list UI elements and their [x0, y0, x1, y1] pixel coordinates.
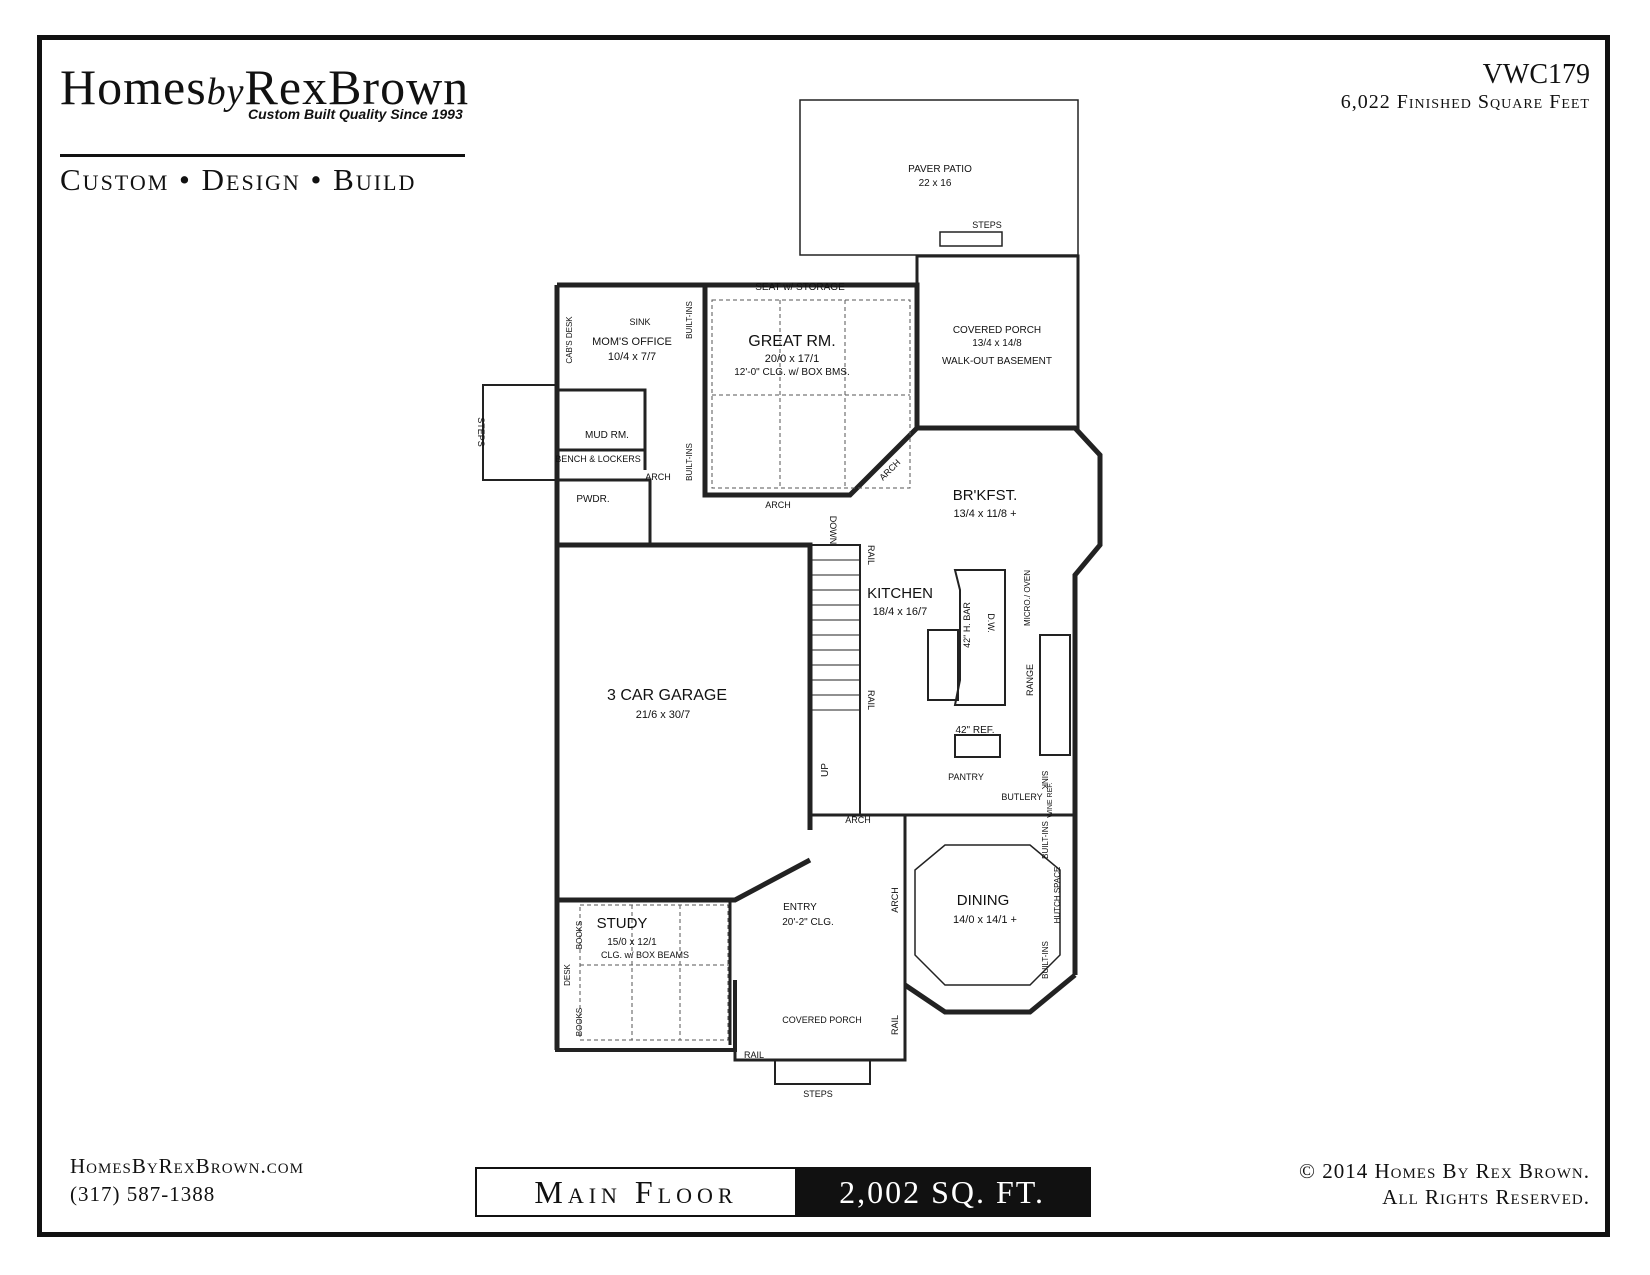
micro-oven-label: MICRO./ OVEN [1023, 570, 1032, 626]
great-room-beams [711, 299, 911, 489]
floor-title-box: Main Floor 2,002 SQ. FT. [475, 1167, 1091, 1217]
study-dim: 15/0 x 12/1 [607, 937, 657, 948]
brand-logo: HomesbyRexBrown Custom Built Quality Sin… [60, 59, 470, 197]
brand-name: HomesbyRexBrown [60, 59, 470, 115]
brand-services: Custom • Design • Build [60, 162, 417, 197]
arch-office: ARCH [645, 472, 671, 482]
bar-label: 42" H. BAR [962, 602, 972, 648]
office-dim: 10/4 x 7/7 [608, 351, 656, 363]
rail-front-left: RAIL [744, 1050, 764, 1060]
page-border [37, 35, 1610, 1237]
pwdr-label: PWDR. [576, 494, 609, 505]
desk-label: DESK [563, 963, 572, 985]
brkfst-label: BR'KFST. [953, 487, 1018, 504]
entry-label: ENTRY [783, 902, 817, 913]
rail-top-label: RAIL [866, 545, 876, 565]
up-label: UP [820, 763, 831, 777]
garage-label: 3 CAR GARAGE [607, 687, 727, 704]
study-label: STUDY [597, 915, 648, 932]
brkfst-dim: 13/4 x 11/8 + [953, 508, 1016, 520]
kitchen-island [953, 569, 1006, 706]
rear-porch-label: COVERED PORCH [953, 325, 1041, 336]
great-room-note: 12'-0" CLG. w/ BOX BMS. [734, 367, 850, 378]
arch-great-label: ARCH [765, 500, 791, 510]
cab-desk-label: CAB'S DESK [565, 316, 574, 364]
kitchen-counter-left [927, 629, 959, 701]
brand-tagline: Custom Built Quality Since 1993 [248, 106, 463, 122]
pantry-label: PANTRY [948, 772, 984, 782]
upper-wall [557, 282, 1103, 975]
plan-finished-sqft: 6,022 Finished Square Feet [1340, 91, 1590, 113]
copyright-info: © 2014 Homes By Rex Brown. All Rights Re… [1299, 1158, 1590, 1210]
website-link[interactable]: HomesByRexBrown.com [70, 1154, 304, 1178]
pwdr-wall [557, 478, 652, 545]
kitchen-range [1039, 634, 1071, 756]
dining-dim: 14/0 x 14/1 + [953, 914, 1017, 926]
wine-ref-label: WINE REF. [1047, 782, 1054, 817]
copyright-line: © 2014 Homes By Rex Brown. [1299, 1159, 1590, 1183]
dining-label: DINING [957, 892, 1010, 909]
office-sink-label: SINK [629, 317, 650, 327]
hutch-space-label: HUTCH SPACE [1053, 867, 1062, 924]
seat-storage-label: SEAT w/ STORAGE [755, 282, 845, 293]
range-label: RANGE [1025, 664, 1035, 696]
walkout-label: WALK-OUT BASEMENT [942, 356, 1052, 367]
dining-bay [903, 973, 1077, 1015]
ref-label: 42" REF. [955, 725, 994, 736]
plan-info: VWC179 6,022 Finished Square Feet [1341, 60, 1590, 114]
built-ins-office: BUILT-INS [685, 301, 694, 339]
butlery-label: BUTLERY [1001, 792, 1042, 802]
rail-mid-label: RAIL [866, 690, 876, 710]
office-label: MOM'S OFFICE [592, 336, 672, 348]
dining-octagon [914, 844, 1061, 986]
arch-entry-label: ARCH [890, 887, 900, 913]
great-room-dim: 20/0 x 17/1 [765, 353, 819, 365]
steps-front-outline [774, 1059, 871, 1085]
garage-bottom [557, 857, 812, 903]
great-room-wall [702, 285, 919, 498]
entry-note: 20'-2" CLG. [782, 917, 834, 928]
study-beams [579, 904, 729, 1041]
books-top-label: BOOKS [575, 921, 584, 949]
steps-top-outline [939, 231, 1003, 247]
floor-sqft: 2,002 SQ. FT. [795, 1169, 1089, 1215]
arch-kitchen-label: ARCH [845, 815, 871, 825]
sink-butlery-label: SINK [1040, 771, 1049, 790]
steps-top-label: STEPS [972, 220, 1002, 230]
built-ins-dining-bottom: BUILT-INS [1041, 941, 1050, 979]
steps-side-label: STEPS [476, 417, 486, 447]
study-note: CLG. w/ BOX BEAMS [601, 950, 689, 960]
steps-front-label: STEPS [803, 1089, 833, 1099]
garage-dim: 21/6 x 30/7 [636, 709, 690, 721]
books-bottom-label: BOOKS [575, 1008, 584, 1036]
rights-line: All Rights Reserved. [1382, 1185, 1590, 1209]
kitchen-label: KITCHEN [867, 585, 933, 602]
front-porch-label: COVERED PORCH [782, 1015, 862, 1025]
brand-divider [60, 154, 465, 157]
steps-side-outline [482, 384, 558, 481]
down-label: DOWN [828, 516, 838, 545]
office-wall [557, 388, 647, 470]
bench-lockers-label: BENCH & LOCKERS [555, 454, 641, 464]
patio-dim: 22 x 16 [919, 178, 952, 189]
floor-name: Main Floor [534, 1173, 738, 1210]
phone-number: (317) 587-1388 [70, 1182, 216, 1206]
contact-info: HomesByRexBrown.com (317) 587-1388 [70, 1152, 304, 1208]
rail-front-right: RAIL [890, 1015, 900, 1035]
plan-code: VWC179 [1482, 59, 1590, 90]
kitchen-ref [954, 734, 1001, 758]
kitchen-dim: 18/4 x 16/7 [873, 606, 927, 618]
great-room-label: GREAT RM. [748, 333, 835, 350]
dw-label: D.W. [986, 613, 996, 633]
built-ins-great: BUILT-INS [685, 443, 694, 481]
mud-room-label: MUD RM. [585, 430, 629, 441]
patio-label: PAVER PATIO [908, 164, 972, 175]
built-ins-dining-top: BUILT-INS [1041, 821, 1050, 859]
rear-porch-dim: 13/4 x 14/8 [972, 338, 1022, 349]
stair-treads [810, 559, 860, 711]
